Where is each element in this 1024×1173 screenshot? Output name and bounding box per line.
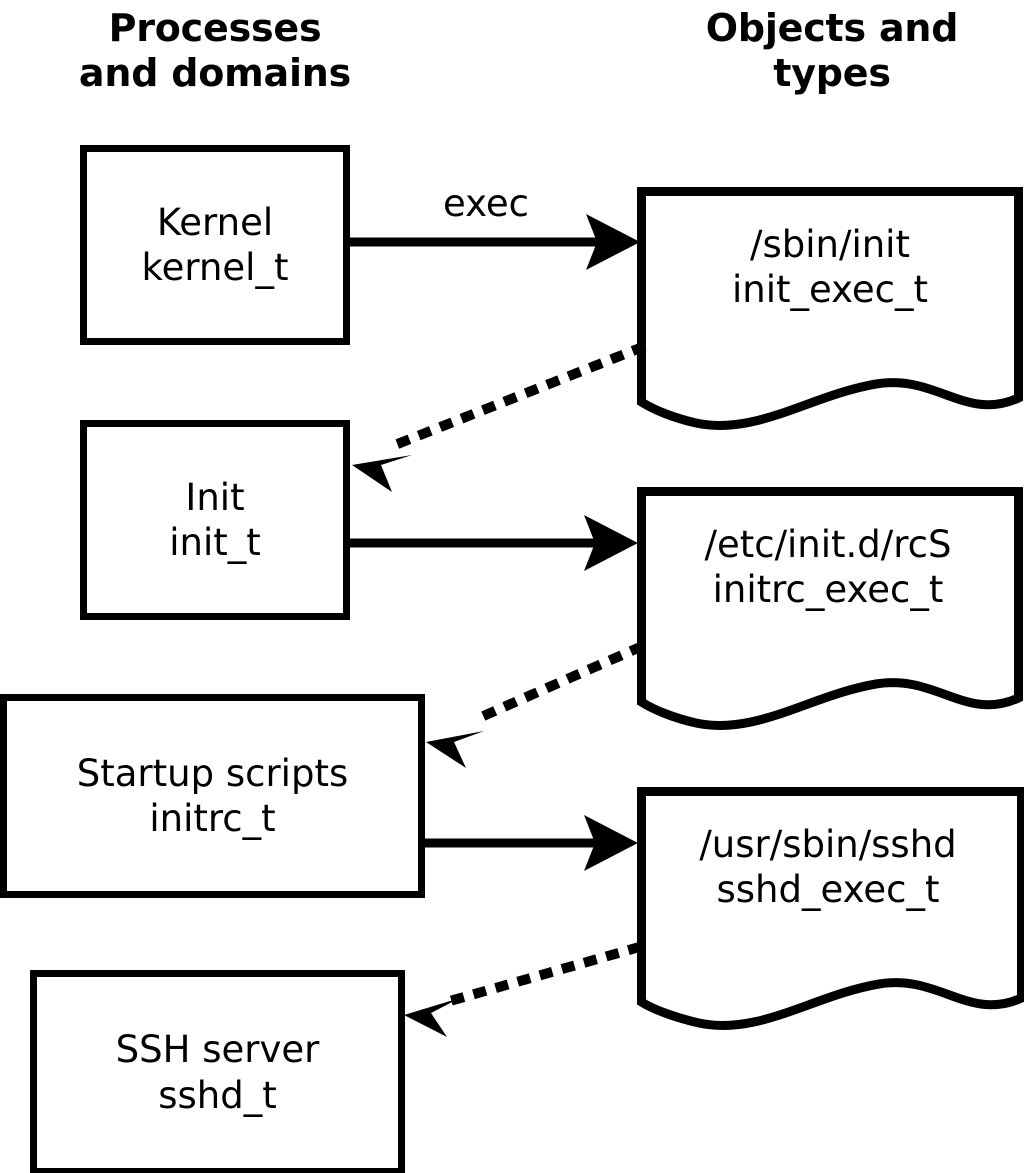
process-box-startup-scripts[interactable]: Startup scripts initrc_t: [0, 694, 425, 898]
object-shape-sshd-exec[interactable]: /usr/sbin/sshd sshd_exec_t: [632, 786, 1024, 1034]
process-box-startup-scripts-type: initrc_t: [149, 797, 276, 840]
column-heading-objects: Objects and types: [705, 6, 959, 95]
process-box-kernel[interactable]: Kernel kernel_t: [80, 145, 350, 345]
edge-exec-init-to-initrc-exec: [350, 515, 638, 571]
process-box-ssh-server-type: sshd_t: [158, 1073, 277, 1117]
edge-label-exec: exec: [443, 182, 529, 225]
process-box-ssh-server-name: SSH server: [115, 1028, 320, 1072]
edge-transition-sshd-exec-to-sshd: [404, 941, 643, 1037]
edge-transition-initrc-exec-to-initrc: [426, 641, 645, 768]
process-box-init[interactable]: Init init_t: [80, 420, 350, 620]
document-shape-outline: [637, 187, 1023, 431]
object-shape-initrc-exec[interactable]: /etc/init.d/rcS initrc_exec_t: [632, 486, 1024, 734]
process-box-kernel-name: Kernel: [156, 200, 274, 244]
process-box-init-name: Init: [185, 475, 245, 519]
process-box-startup-scripts-name: Startup scripts: [76, 751, 349, 795]
object-shape-init-exec[interactable]: /sbin/init init_exec_t: [636, 186, 1024, 436]
column-heading-processes: Processes and domains: [78, 6, 352, 95]
document-shape-outline: [637, 787, 1024, 1031]
process-box-init-type: init_t: [169, 521, 261, 564]
process-box-ssh-server[interactable]: SSH server sshd_t: [30, 970, 405, 1173]
process-box-kernel-type: kernel_t: [141, 246, 289, 289]
edge-transition-init-exec-to-init: [352, 341, 647, 492]
document-shape-outline: [637, 487, 1023, 731]
edge-exec-initrc-to-sshd-exec: [425, 815, 638, 871]
